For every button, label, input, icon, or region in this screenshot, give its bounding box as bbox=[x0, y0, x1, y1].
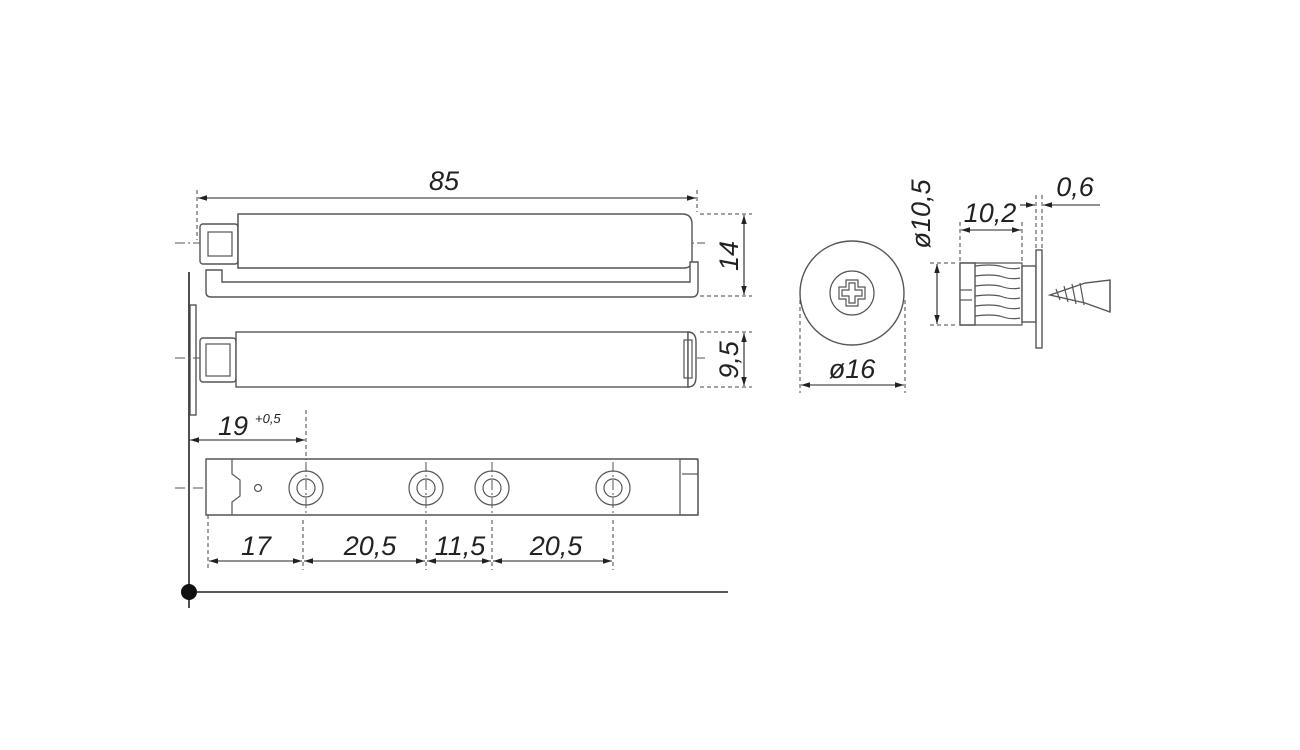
mounting-plate-view bbox=[175, 458, 699, 516]
label-sleeve-length: 10,2 bbox=[964, 198, 1017, 228]
label-flange-thickness: 0,6 bbox=[1056, 172, 1095, 202]
label-overall-length: 85 bbox=[429, 166, 460, 196]
dimension-height-top: 14 bbox=[700, 213, 752, 297]
label-height-side: 9,5 bbox=[714, 340, 744, 379]
reference-point bbox=[181, 584, 197, 600]
dimension-offset: 19 +0,5 bbox=[190, 410, 307, 460]
latch-side-view bbox=[175, 331, 705, 388]
latch-top-view bbox=[175, 213, 705, 298]
phillips-screw-icon bbox=[838, 279, 866, 307]
label-hole-spacing-3: 11,5 bbox=[435, 531, 487, 561]
dimension-height-side: 9,5 bbox=[700, 331, 752, 388]
striker-button-front: ø16 bbox=[799, 240, 906, 393]
cabinet-edge bbox=[181, 272, 728, 608]
label-offset-tolerance: +0,5 bbox=[255, 411, 281, 426]
label-hole-spacing-2: 20,5 bbox=[343, 531, 398, 561]
label-height-top: 14 bbox=[714, 241, 744, 271]
screw-icon bbox=[1047, 279, 1111, 313]
dimension-overall-length: 85 bbox=[196, 166, 698, 240]
label-hole-spacing-4: 20,5 bbox=[529, 531, 584, 561]
label-sleeve-diameter: ø10,5 bbox=[906, 178, 936, 248]
label-button-diameter: ø16 bbox=[829, 354, 877, 384]
label-hole-spacing-1: 17 bbox=[241, 531, 272, 561]
striker-sleeve-side: ø10,5 10,2 0,6 bbox=[906, 172, 1111, 349]
label-offset: 19 bbox=[218, 411, 248, 441]
dimension-hole-chain: 17 20,5 11,5 20,5 bbox=[207, 515, 614, 570]
